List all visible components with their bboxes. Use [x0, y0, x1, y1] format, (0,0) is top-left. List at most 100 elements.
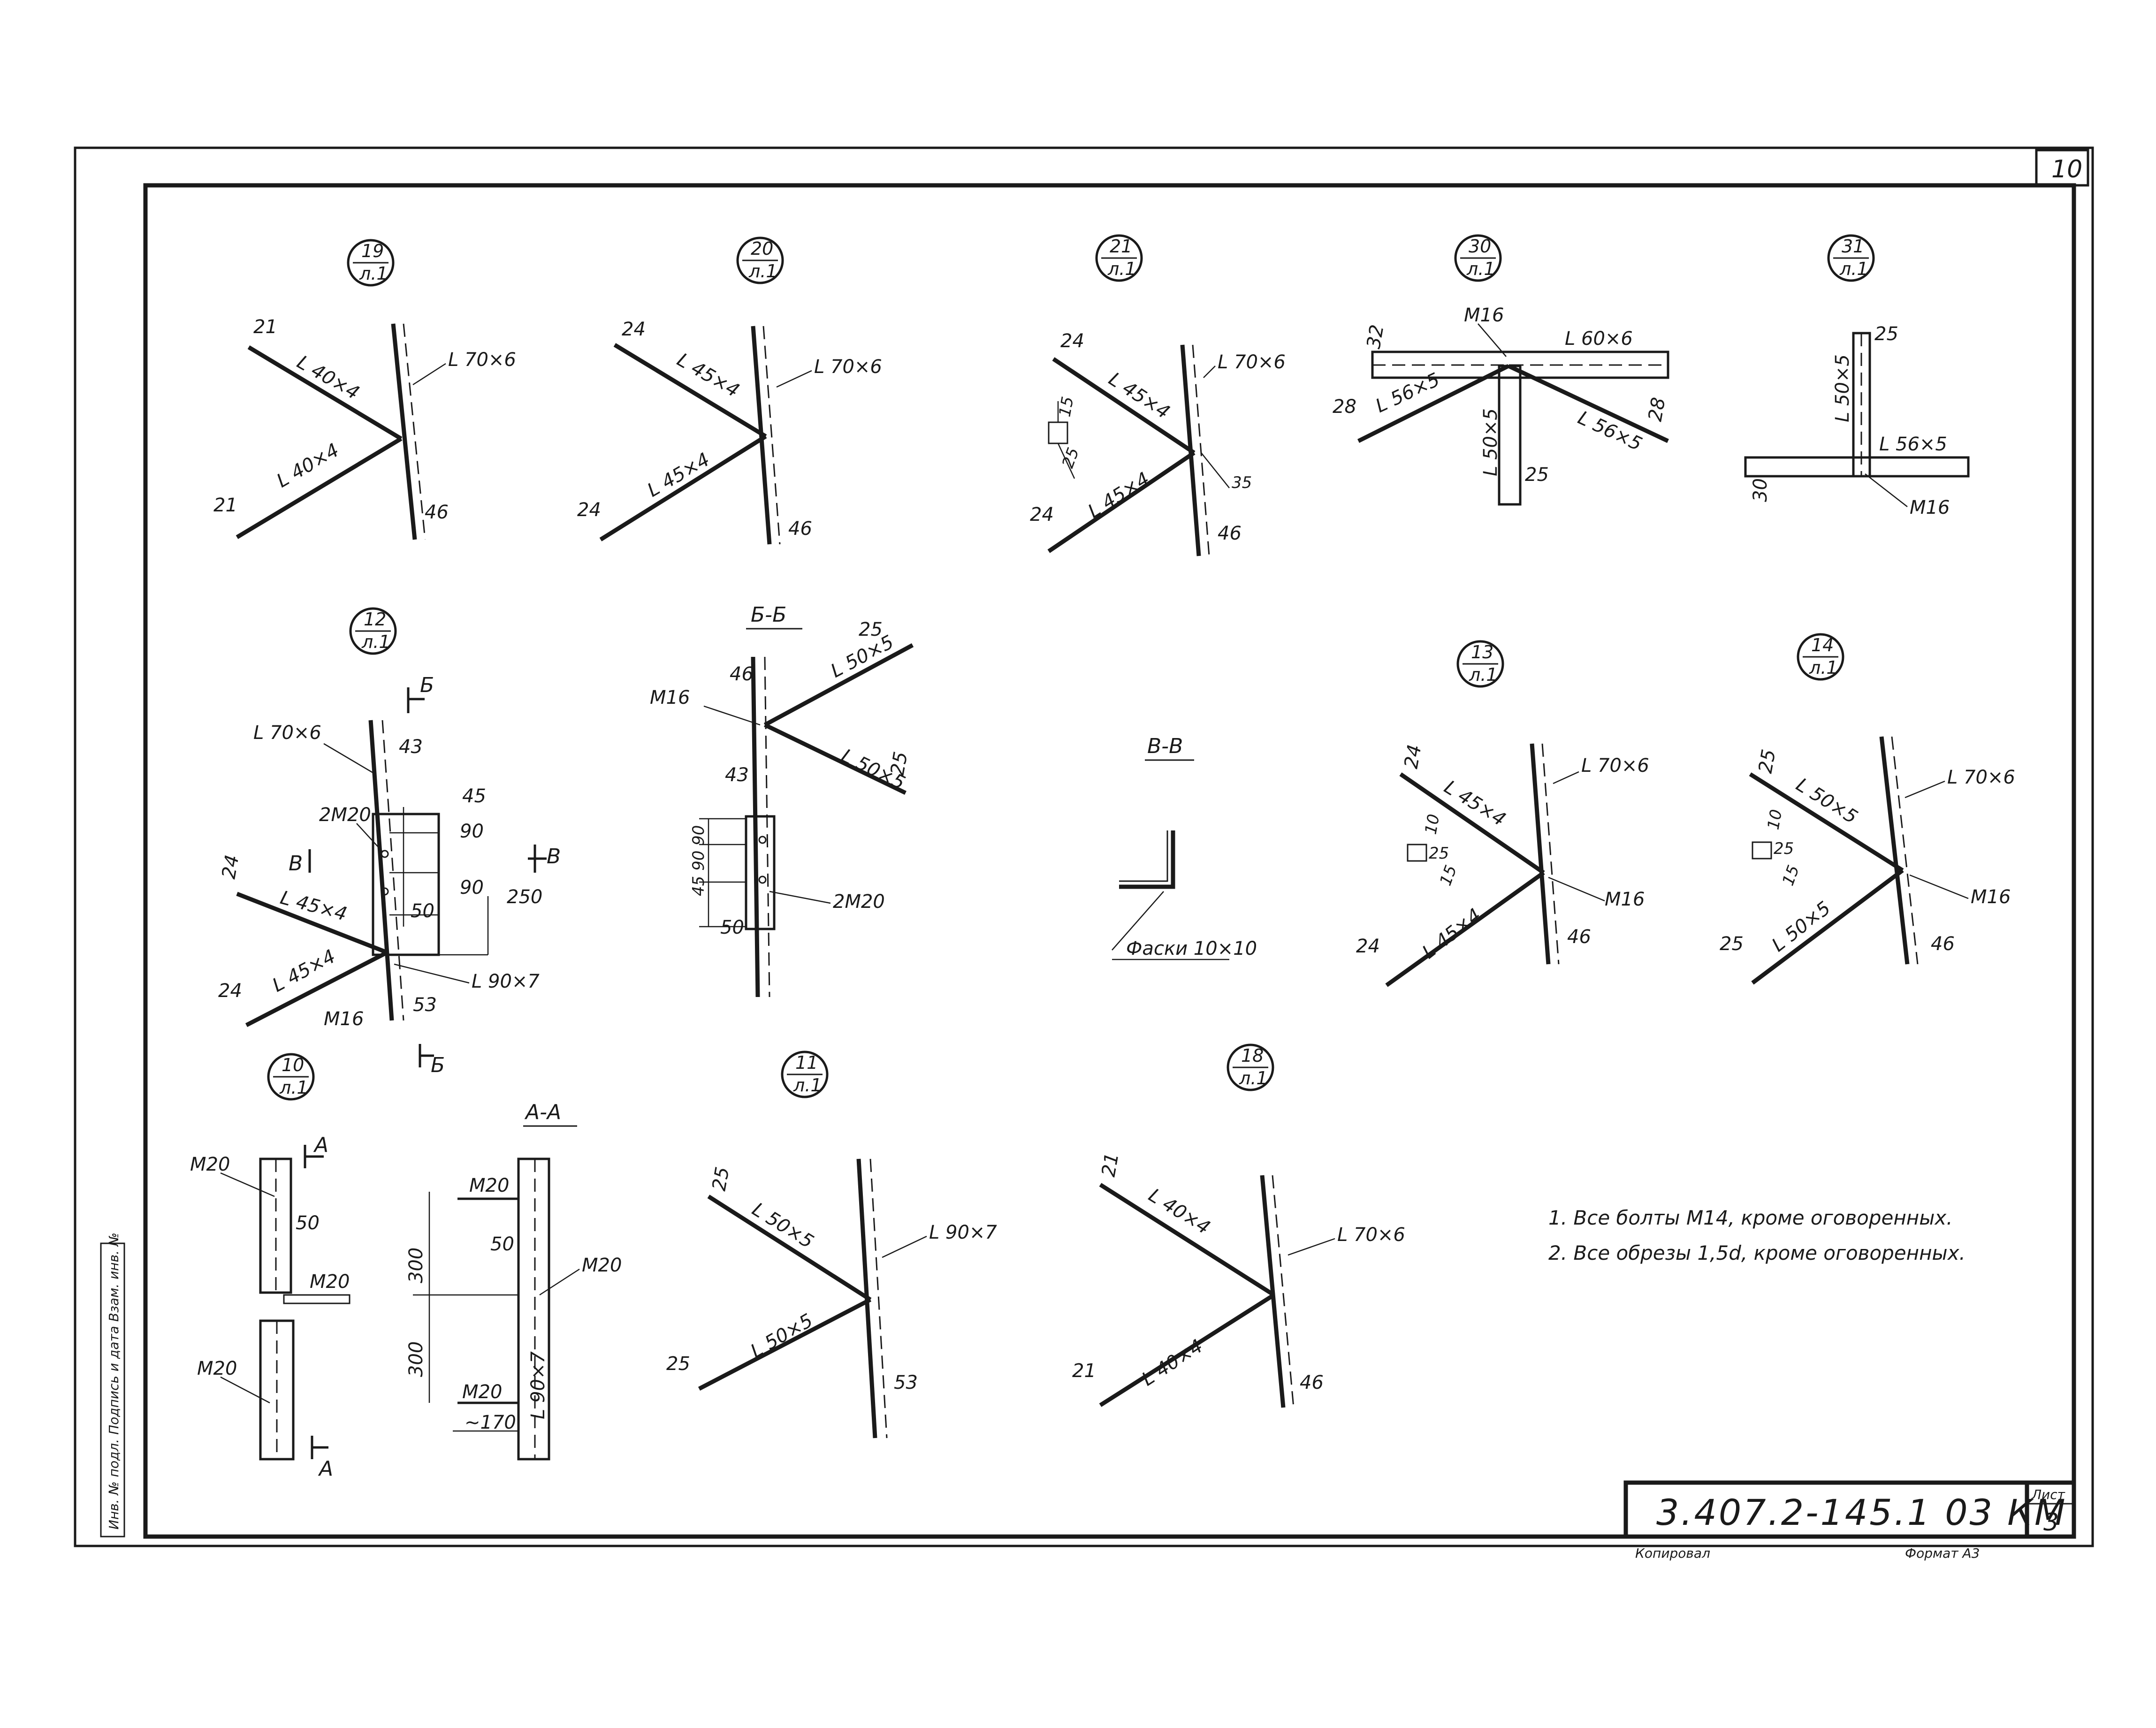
svg-text:L 60×6: L 60×6 [1565, 328, 1633, 350]
node-31-horizontal [1744, 456, 1970, 478]
svg-text:L 45×4: L 45×4 [673, 349, 743, 402]
svg-text:10: 10 [1421, 813, 1443, 836]
section-VV-title: В-В [1147, 734, 1183, 758]
svg-text:24: 24 [218, 980, 242, 1002]
node-19-brace-top [247, 345, 403, 441]
node-14-mark: 14 л.1 [1797, 633, 1844, 681]
title-block: 3.407.2-145.1 03 КМ Лист 3 Копировал Фор… [1623, 1480, 2076, 1561]
svg-text:24: 24 [622, 319, 646, 340]
svg-text:32: 32 [1363, 323, 1388, 350]
svg-text:46: 46 [1300, 1372, 1324, 1393]
svg-text:л.1: л.1 [1239, 1068, 1268, 1089]
svg-text:46: 46 [1931, 933, 1955, 955]
svg-text:28: 28 [1645, 396, 1670, 423]
svg-text:24: 24 [577, 499, 601, 521]
side-stamp-box [100, 1242, 125, 1538]
node-30-vertical [1498, 365, 1522, 506]
svg-text:53: 53 [894, 1372, 918, 1393]
svg-text:М16: М16 [1464, 304, 1504, 326]
svg-text:10: 10 [1764, 808, 1786, 831]
section-AA: А-А М20 50 М20 300 300 L 90×7 М20 ~170 [405, 1100, 622, 1461]
svg-text:В: В [289, 852, 303, 875]
svg-text:21: 21 [1110, 236, 1132, 257]
general-notes: 1. Все болты М14, кроме оговоренных. 2. … [1548, 1206, 1966, 1264]
svg-text:53: 53 [413, 994, 437, 1016]
svg-text:~170: ~170 [465, 1412, 516, 1433]
svg-text:300: 300 [405, 1341, 427, 1377]
node-20-brace-bottom [599, 434, 767, 541]
svg-text:L 40×4: L 40×4 [1145, 1184, 1214, 1239]
copied-label: Копировал [1635, 1545, 1710, 1561]
node-19-post [391, 323, 417, 540]
node-11: 11 л.1 25 L 50×5 L 90×7 L 50×5 25 53 [666, 1051, 997, 1439]
format-label: Формат А3 [1905, 1545, 1980, 1561]
side-stamp-text: Инв. № подл. Подпись и дата Взам. инв. № [106, 1233, 122, 1530]
node-21-brace-bottom [1047, 451, 1196, 553]
svg-text:21: 21 [213, 495, 237, 516]
node-13-post [1530, 743, 1551, 965]
node-12: 12 л.1 Б Б L 70×6 43 45 2М20 90 90 В В 5 [218, 607, 561, 1077]
svg-text:L 70×6: L 70×6 [448, 349, 516, 371]
node-10-mark: 10 л.1 [267, 1053, 315, 1101]
svg-text:L 90×7: L 90×7 [472, 971, 540, 992]
svg-text:М20: М20 [197, 1358, 237, 1379]
section-VV: В-В Фаски 10×10 [1112, 734, 1257, 960]
svg-text:L 70×6: L 70×6 [1947, 767, 2015, 788]
node-18-mark: 18 л.1 [1227, 1043, 1274, 1091]
section-BB-brace-bottom [764, 723, 907, 795]
node-13-brace-bottom [1385, 871, 1545, 987]
svg-text:30: 30 [1750, 478, 1771, 502]
svg-text:А: А [318, 1457, 333, 1481]
node-11-mark: 11 л.1 [781, 1051, 829, 1098]
svg-text:21: 21 [1072, 1360, 1096, 1382]
svg-text:13: 13 [1471, 642, 1493, 662]
svg-text:L 40×4: L 40×4 [273, 439, 343, 492]
svg-text:L 56×5: L 56×5 [1372, 369, 1443, 417]
node-19: 19 л.1 21 L 40×4 L 70×6 L 40×4 21 46 [213, 239, 516, 540]
svg-text:л.1: л.1 [1809, 657, 1838, 678]
svg-text:25: 25 [1429, 844, 1449, 863]
node-21: 21 л.1 24 L 45×4 L 70×6 15 25 35 L 45×4 … [1030, 234, 1286, 556]
svg-text:Фаски 10×10: Фаски 10×10 [1126, 938, 1257, 959]
svg-text:L 70×6: L 70×6 [1218, 351, 1286, 373]
svg-text:45: 45 [462, 785, 486, 807]
node-31: 31 л.1 25 L 50×5 L 56×5 30 М16 [1744, 234, 1970, 518]
svg-text:L 90×7: L 90×7 [527, 1351, 549, 1419]
svg-text:л.1: л.1 [1839, 259, 1868, 279]
svg-text:250: 250 [507, 886, 542, 908]
node-12-brace-top [236, 891, 388, 955]
node-31-mark: 31 л.1 [1827, 234, 1875, 282]
svg-text:Б: Б [420, 673, 434, 697]
svg-text:L 50×5: L 50×5 [1832, 354, 1853, 422]
node-12-post [368, 720, 394, 1021]
svg-text:L 50×5: L 50×5 [747, 1309, 816, 1362]
svg-text:L 70×6: L 70×6 [253, 722, 321, 744]
svg-text:21: 21 [253, 316, 277, 338]
svg-text:46: 46 [1567, 926, 1591, 948]
svg-text:20: 20 [751, 238, 773, 259]
svg-text:25: 25 [1774, 839, 1794, 858]
svg-text:25: 25 [1059, 445, 1083, 471]
svg-text:45 90 90: 45 90 90 [689, 825, 708, 896]
svg-text:А: А [313, 1133, 328, 1157]
node-11-brace-top [707, 1195, 872, 1302]
section-BB-post [751, 656, 760, 997]
node-18-brace-bottom [1099, 1293, 1275, 1407]
svg-text:L 45×4: L 45×4 [1418, 904, 1485, 963]
svg-text:14: 14 [1811, 635, 1834, 655]
svg-text:30: 30 [1469, 236, 1491, 257]
node-14-brace-top [1749, 772, 1904, 872]
section-BB-title: Б-Б [751, 603, 786, 627]
svg-text:25: 25 [1755, 748, 1780, 775]
svg-text:25: 25 [887, 750, 912, 777]
svg-text:24: 24 [1401, 743, 1426, 770]
drawing-code: 3.407.2-145.1 03 КМ [1656, 1492, 2067, 1533]
node-30-right-brace [1508, 364, 1669, 443]
svg-text:2М20: 2М20 [319, 804, 371, 826]
svg-text:М20: М20 [462, 1381, 502, 1403]
svg-text:50: 50 [720, 917, 744, 938]
sheet-number: 3 [2043, 1508, 2059, 1537]
note-1: 1. Все болты М14, кроме оговоренных. [1548, 1206, 1953, 1229]
node-14: 14 л.1 25 L 50×5 L 70×6 10 25 15 М16 L 5… [1720, 633, 2015, 985]
svg-text:л.1: л.1 [1107, 259, 1136, 279]
